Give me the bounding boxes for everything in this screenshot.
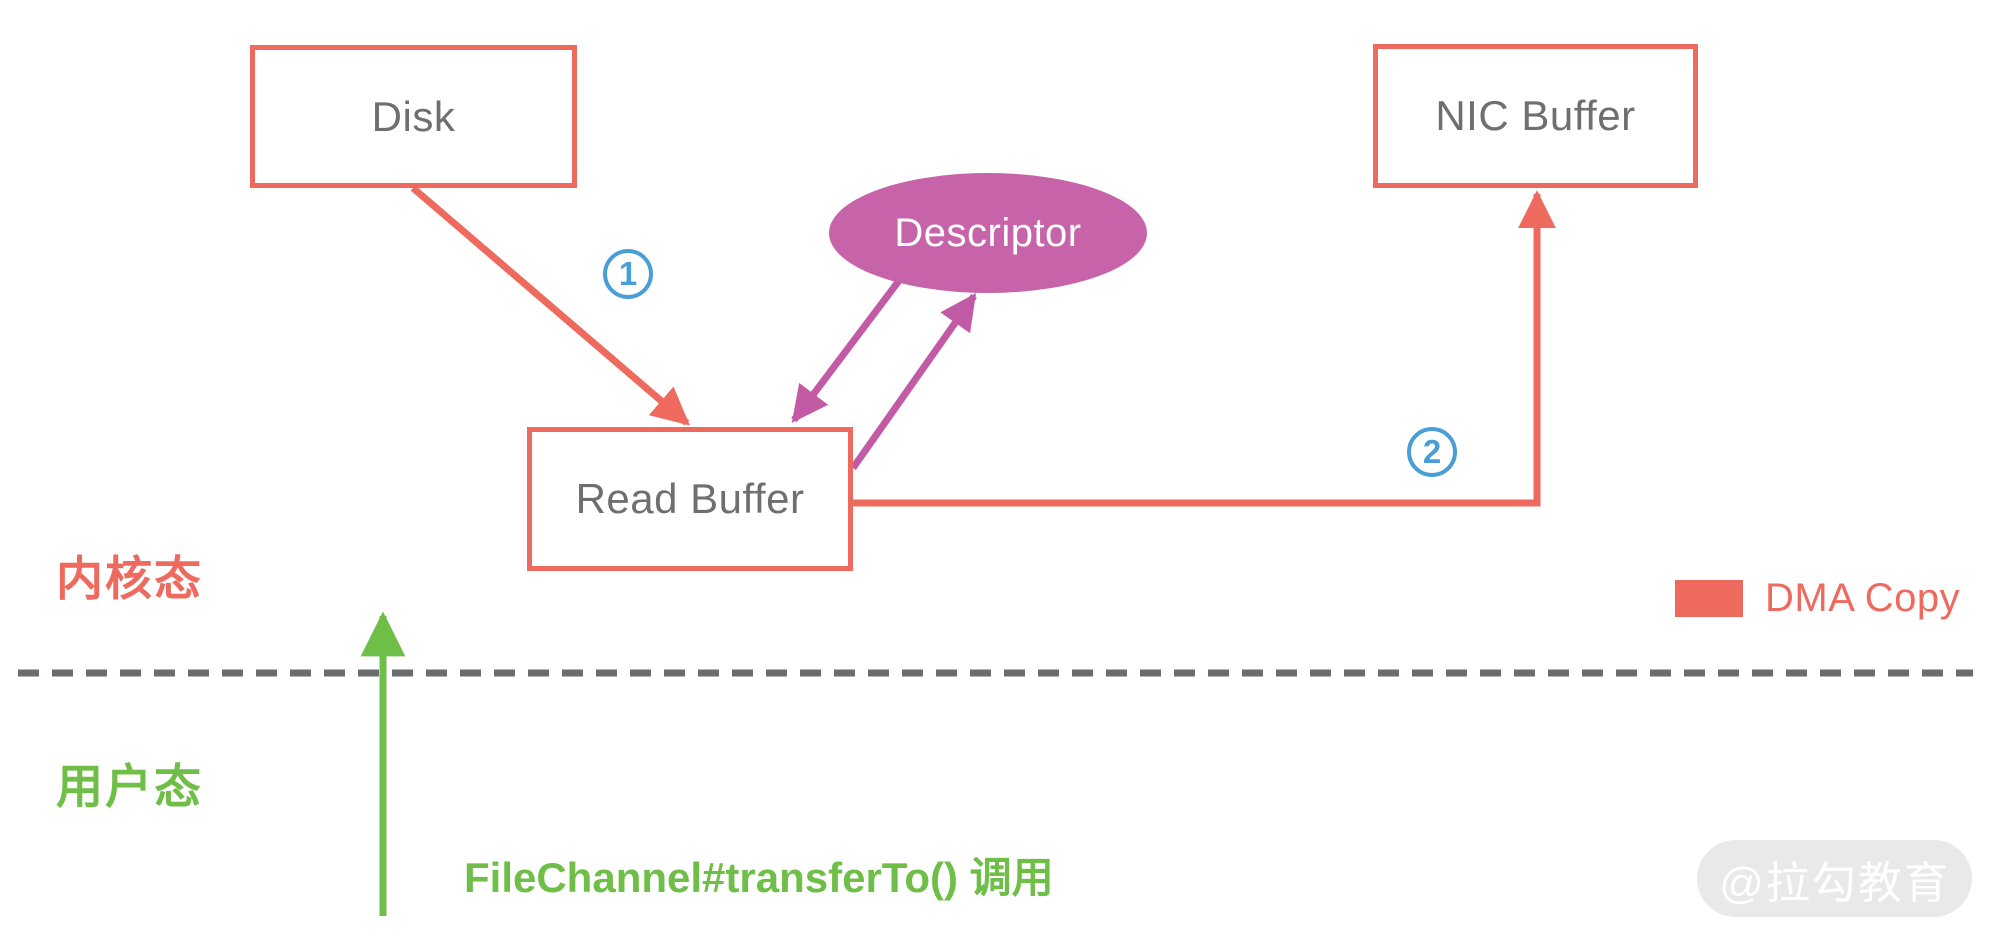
dma-arrow-disk-to-read-buffer [410,185,690,426]
dma-copy-color-swatch [1675,580,1743,617]
user-mode-label: 用户态 [56,760,203,813]
watermark-text: @拉勾教育 [1719,858,1950,908]
nic-buffer-node-label: NIC Buffer [1435,92,1636,139]
read-buffer-node-label: Read Buffer [575,475,805,522]
legend: DMA Copy [1675,576,1960,621]
step-1-number: 1 [618,255,638,292]
nic-buffer-node: NIC Buffer [1373,44,1698,188]
step-2-number: 2 [1422,433,1442,470]
descriptor-to-read-buffer-arrow [791,275,904,423]
read-buffer-to-descriptor-arrow [850,293,977,471]
step-1-badge: 1 [603,249,653,299]
dma-arrow-read-buffer-to-nic-buffer [853,190,1556,507]
kernel-mode-label: 内核态 [56,552,203,605]
transferto-call-label: FileChannel#transferTo() 调用 [464,854,1054,901]
disk-node: Disk [250,45,577,188]
disk-node-label: Disk [371,92,456,140]
step-2-badge: 2 [1407,427,1457,477]
descriptor-node-label: Descriptor [894,210,1082,255]
watermark-badge: @拉勾教育 [1697,840,1972,917]
read-buffer-node: Read Buffer [527,427,853,571]
descriptor-node: Descriptor [829,173,1147,293]
dma-copy-legend-label: DMA Copy [1765,576,1961,620]
